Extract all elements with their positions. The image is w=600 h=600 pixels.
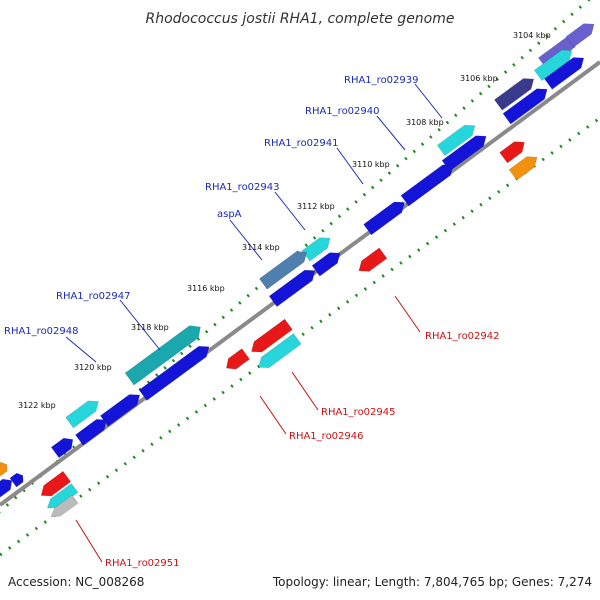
label-leaders (65, 83, 443, 563)
tick-label: 3110 kbp (352, 160, 390, 169)
gene-feature-reverse[interactable] (355, 247, 388, 276)
gene-feature-forward[interactable] (65, 396, 103, 429)
reverse-label-leader (394, 295, 421, 333)
gene-feature-forward[interactable] (50, 434, 76, 459)
gene-label[interactable]: RHA1_ro02946 (289, 431, 364, 442)
gene-label[interactable]: RHA1_ro02943 (205, 182, 280, 193)
gene-feature-forward[interactable] (533, 45, 576, 82)
tick-label: 3120 kbp (74, 363, 112, 372)
gene-label[interactable]: RHA1_ro02948 (4, 326, 79, 337)
tick-label: 3114 kbp (242, 243, 280, 252)
map-title: Rhodococcus jostii RHA1, complete genome (145, 11, 454, 27)
tick-label: 3122 kbp (18, 401, 56, 410)
gene-feature-forward[interactable] (544, 53, 587, 90)
gene-feature-forward[interactable] (502, 84, 551, 125)
forward-label-leader (65, 336, 97, 363)
forward-label-leader (376, 115, 406, 151)
forward-label-leader (274, 191, 306, 231)
gene-feature-forward[interactable] (508, 152, 541, 181)
tick-label: 3112 kbp (297, 202, 335, 211)
reverse-label-leader (75, 519, 103, 563)
forward-label-leader (336, 147, 364, 185)
gene-feature-reverse[interactable] (37, 470, 72, 500)
reverse-label-leader (259, 395, 287, 435)
gene-feature-reverse[interactable] (44, 483, 79, 513)
tick-label: 3104 kbp (513, 31, 551, 40)
gene-feature-forward[interactable] (311, 248, 344, 277)
gene-feature-forward[interactable] (258, 247, 310, 290)
tick-label: 3106 kbp (460, 74, 498, 83)
forward-label-leader (414, 83, 443, 119)
gene-feature-reverse[interactable] (255, 333, 302, 373)
gene-feature-forward[interactable] (363, 197, 409, 236)
gene-feature-forward[interactable] (301, 233, 334, 262)
gene-feature-forward[interactable] (9, 471, 26, 488)
gene-feature-reverse[interactable] (222, 348, 250, 374)
gene-label[interactable]: RHA1_ro02951 (105, 558, 180, 569)
tick-label: 3108 kbp (406, 118, 444, 127)
gene-feature-forward[interactable] (565, 19, 598, 48)
gene-feature-forward[interactable] (138, 341, 213, 401)
genome-summary-text: Topology: linear; Length: 7,804,765 bp; … (272, 575, 592, 589)
gene-feature-reverse[interactable] (248, 318, 293, 357)
gene-label[interactable]: RHA1_ro02942 (425, 331, 500, 342)
gene-feature-reverse[interactable] (48, 494, 79, 521)
gene-feature-forward[interactable] (400, 160, 457, 207)
gene-label[interactable]: RHA1_ro02939 (344, 75, 419, 86)
gene-feature-forward[interactable] (268, 265, 319, 308)
gene-label[interactable]: RHA1_ro02940 (305, 106, 380, 117)
gene-feature-forward[interactable] (100, 390, 143, 427)
tick-label: 3116 kbp (187, 284, 225, 293)
reverse-label-leader (291, 371, 319, 411)
forward-label-leader (229, 219, 263, 261)
gene-label[interactable]: RHA1_ro02945 (321, 407, 396, 418)
gene-label[interactable]: RHA1_ro02941 (264, 138, 339, 149)
lower-dotted-guide (0, 116, 600, 557)
gene-feature-forward[interactable] (436, 120, 479, 157)
gene-feature-forward[interactable] (75, 415, 110, 446)
gene-feature-forward[interactable] (494, 74, 537, 111)
tick-label: 3118 kbp (131, 323, 169, 332)
gene-feature-forward[interactable] (124, 321, 205, 386)
accession-text: Accession: NC_008268 (8, 575, 144, 589)
forward-label-leader (119, 299, 161, 351)
gene-label[interactable]: RHA1_ro02947 (56, 291, 131, 302)
gene-feature-forward[interactable] (0, 475, 16, 500)
gene-feature-forward[interactable] (499, 137, 529, 164)
gene-feature-forward[interactable] (0, 460, 10, 477)
gene-label[interactable]: aspA (217, 209, 242, 220)
gene-features (0, 19, 598, 521)
